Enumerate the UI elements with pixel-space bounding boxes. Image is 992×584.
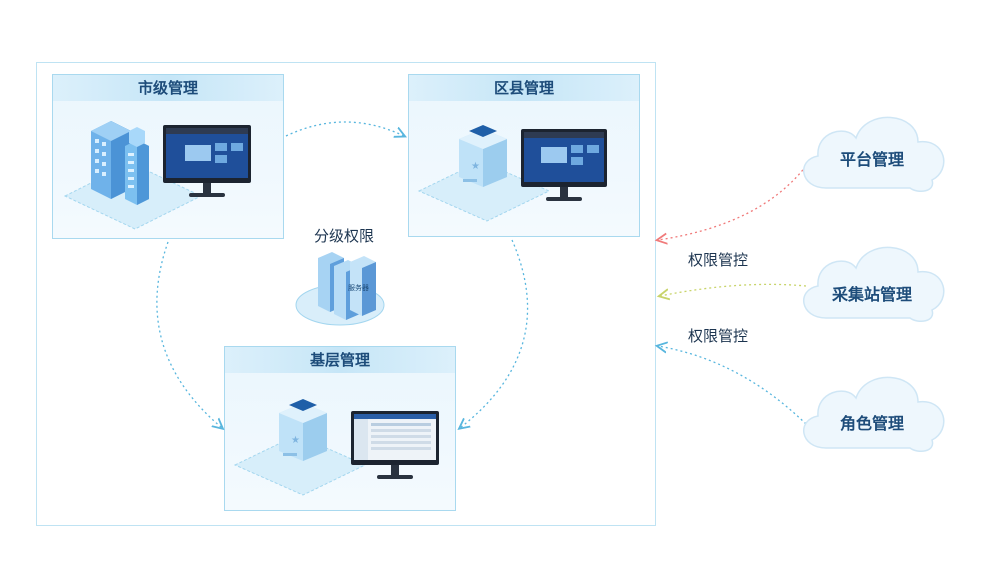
grassroots-platform-base	[233, 434, 367, 496]
role-control-arrow	[658, 346, 807, 425]
city-to-grassroots-arrow	[156, 241, 222, 428]
grassroots-management-panel: 基层管理 ★	[224, 346, 456, 511]
county-management-title: 区县管理	[409, 75, 639, 101]
county-management-panel: 区县管理 ★	[408, 74, 640, 237]
svg-text:★: ★	[291, 435, 300, 446]
station-management-label: 采集站管理	[832, 285, 913, 304]
office-building-icon	[91, 121, 131, 199]
platform-control-arrow	[658, 165, 807, 240]
platform-management-label: 平台管理	[840, 150, 905, 169]
server-cluster-icon: 服务器	[295, 252, 385, 326]
monitor-icon	[351, 411, 439, 479]
server-label: 服务器	[348, 283, 369, 292]
city-management-title: 市级管理	[53, 75, 283, 101]
tower-building-icon	[125, 127, 149, 205]
grassroots-management-title: 基层管理	[225, 347, 455, 373]
grassroots-illustration: ★	[233, 399, 439, 496]
city-panel-body	[53, 101, 283, 238]
monitor-icon	[163, 125, 251, 197]
svg-text:★: ★	[471, 161, 480, 172]
grassroots-panel-body: ★	[225, 373, 455, 510]
city-management-panel: 市级管理	[52, 74, 284, 239]
city-illustration	[63, 121, 251, 230]
permission-control-label-1: 权限管控	[688, 251, 749, 269]
city-to-county-arrow	[285, 121, 404, 136]
management-frame	[36, 62, 656, 526]
data-cube-icon: ★	[459, 125, 507, 187]
county-illustration: ★	[417, 125, 607, 222]
monitor-icon	[521, 129, 607, 201]
station-management-cloud	[802, 246, 945, 323]
data-cube-icon: ★	[279, 399, 327, 461]
county-to-grassroots-arrow	[460, 239, 529, 428]
role-management-label: 角色管理	[840, 414, 905, 433]
role-management-cloud	[802, 376, 945, 453]
county-panel-body: ★	[409, 101, 639, 236]
station-control-arrow	[660, 283, 807, 296]
hierarchy-permission-label: 分级权限	[314, 227, 375, 245]
platform-management-cloud	[802, 116, 945, 193]
permission-control-label-2: 权限管控	[688, 327, 749, 345]
